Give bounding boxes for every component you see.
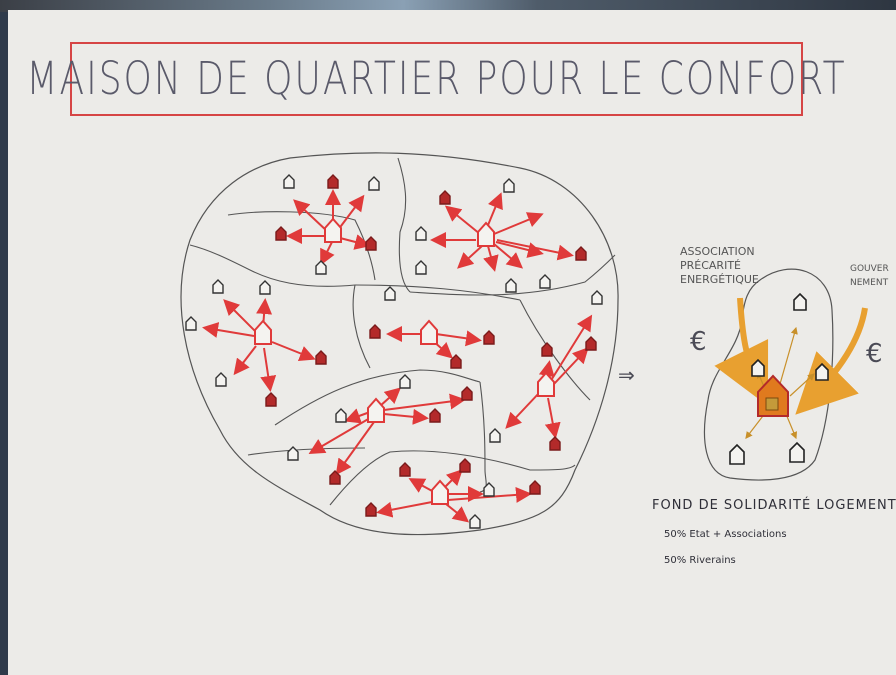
title-box: MAISON DE QUARTIER POUR LE CONFORT — [26, 42, 845, 116]
government-line-2: NEMENT — [850, 278, 889, 288]
gov-arrow — [795, 307, 868, 415]
houses-red — [265, 174, 597, 517]
central-hub-icon — [757, 374, 789, 417]
transition-arrow: ⇒ — [618, 363, 635, 387]
euro-right: € — [866, 339, 883, 369]
city-outline — [180, 152, 619, 536]
hub-houses — [254, 217, 555, 505]
fund-line-2: 50% Riverains — [664, 555, 736, 566]
sector-b — [430, 192, 574, 272]
fund-title: FOND DE SOLIDARITÉ LOGEMENT — [652, 498, 896, 513]
background-strip — [0, 0, 896, 12]
association-line-2: PRÉCARITÉ — [680, 259, 741, 272]
sector-g — [376, 469, 532, 523]
page-title: MAISON DE QUARTIER POUR LE CONFORT — [26, 53, 847, 105]
sector-a — [286, 189, 371, 266]
euro-left: € — [690, 327, 707, 357]
sector-e — [505, 314, 593, 439]
government-line-1: GOUVER — [850, 264, 889, 274]
fund-line-1: 50% Etat + Associations — [664, 529, 787, 540]
association-line-1: ASSOCIATION — [680, 245, 755, 258]
government-label: GOUVER NEMENT — [850, 262, 889, 290]
sector-lines — [189, 157, 616, 506]
zoom-outline — [703, 268, 834, 481]
sector-f — [308, 387, 466, 476]
zoom-houses — [729, 292, 829, 465]
association-label: ASSOCIATION PRÉCARITÉ ENERGÉTIQUE — [680, 245, 759, 287]
assoc-arrow — [714, 297, 769, 407]
houses-dark — [185, 174, 603, 529]
association-line-3: ENERGÉTIQUE — [680, 273, 759, 286]
